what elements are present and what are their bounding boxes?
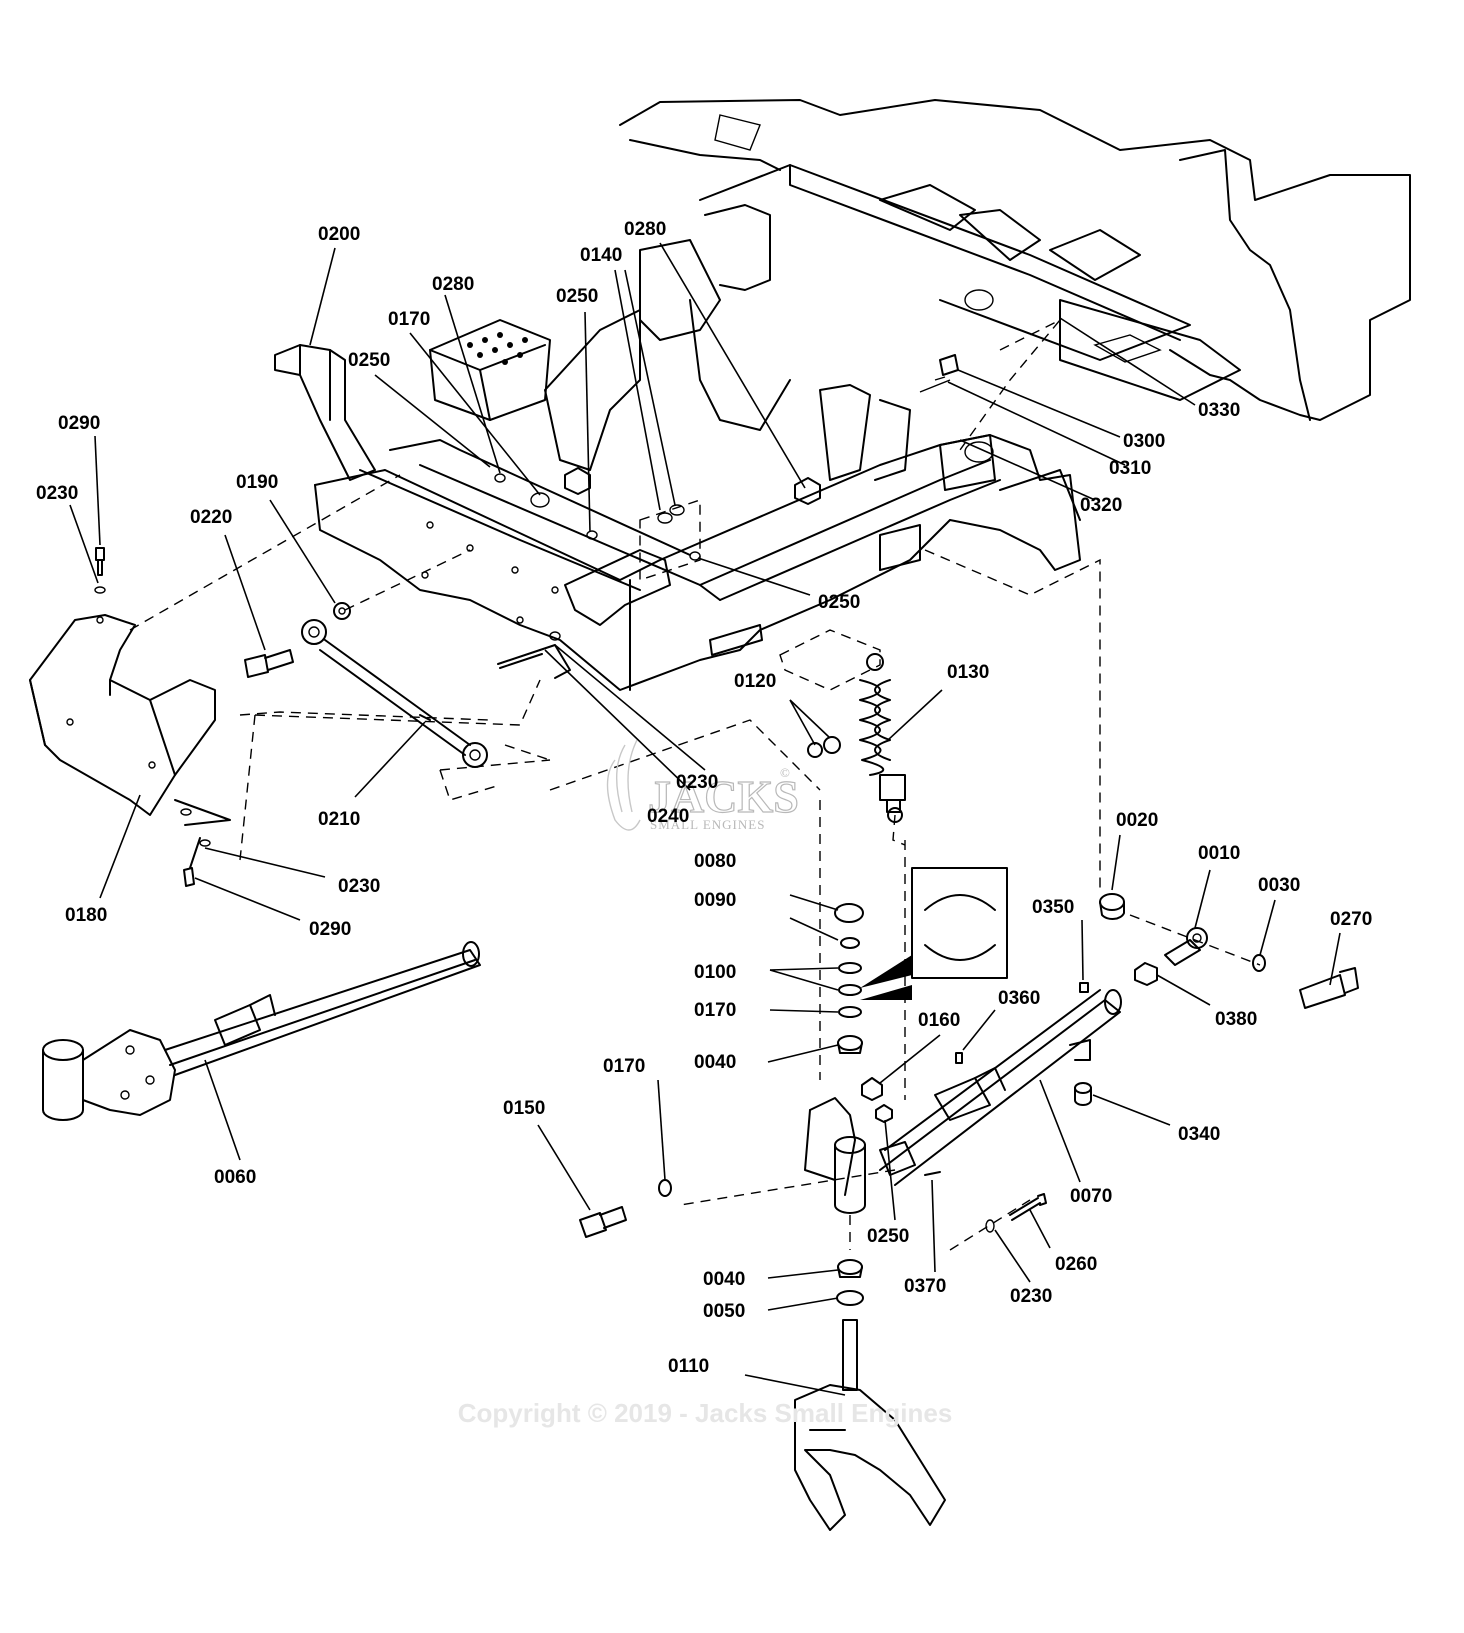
label-0100: 0100 [694,962,736,983]
label-0230: 0230 [1010,1286,1052,1307]
label-0240: 0240 [647,806,689,827]
leader-lines [69,242,1341,1396]
left-cover-0180 [29,547,231,887]
label-0290: 0290 [58,413,100,434]
label-0230: 0230 [36,483,78,504]
label-0090: 0090 [694,890,736,911]
label-0340: 0340 [1178,1124,1220,1145]
watermark-logo-text: JACKS [648,771,799,822]
label-0040: 0040 [694,1052,736,1073]
label-0190: 0190 [236,472,278,493]
jacks-watermark-logo: JACKS SMALL ENGINES © [606,739,799,832]
label-0280: 0280 [624,219,666,240]
label-0020: 0020 [1116,810,1158,831]
label-0320: 0320 [1080,495,1122,516]
label-0030: 0030 [1258,875,1300,896]
label-0230: 0230 [338,876,380,897]
label-0250: 0250 [556,286,598,307]
label-0170: 0170 [694,1000,736,1021]
label-0210: 0210 [318,809,360,830]
part-labels: 0200 0280 0170 0250 0250 0140 0280 0290 … [36,219,1372,1377]
label-0360: 0360 [998,988,1040,1009]
label-0300: 0300 [1123,431,1165,452]
main-frame [274,99,1411,691]
label-0290: 0290 [309,919,351,940]
label-0130: 0130 [947,662,989,683]
label-0370: 0370 [904,1276,946,1297]
steering-stack [579,867,1008,1531]
label-0260: 0260 [1055,1254,1097,1275]
assembly-lines [129,319,1261,1251]
axle-0070 [861,893,1359,1233]
label-0150: 0150 [503,1098,545,1119]
label-0230: 0230 [676,772,718,793]
label-0110: 0110 [668,1356,709,1377]
drag-link-0210 [244,602,488,768]
label-0070: 0070 [1070,1186,1112,1207]
label-0250: 0250 [348,350,390,371]
label-0250: 0250 [867,1226,909,1247]
label-0310: 0310 [1109,458,1151,479]
shock-absorber-0130 [807,653,906,823]
label-0050: 0050 [703,1301,745,1322]
label-0010: 0010 [1198,843,1240,864]
label-0330: 0330 [1198,400,1240,421]
label-0270: 0270 [1330,909,1372,930]
label-0220: 0220 [190,507,232,528]
label-0080: 0080 [694,851,736,872]
label-0250: 0250 [818,592,860,613]
label-0060: 0060 [214,1167,256,1188]
copyright-watermark: Copyright © 2019 - Jacks Small Engines [458,1398,953,1428]
label-0380: 0380 [1215,1009,1257,1030]
label-0040: 0040 [703,1269,745,1290]
bolt-holes-0280 [467,332,528,365]
label-0350: 0350 [1032,897,1074,918]
watermark-logo-subtext: SMALL ENGINES [650,817,765,832]
label-0160: 0160 [918,1010,960,1031]
label-0120: 0120 [734,671,776,692]
label-0170: 0170 [603,1056,645,1077]
label-0170: 0170 [388,309,430,330]
watermark-registered-mark: © [780,765,791,780]
label-0280: 0280 [432,274,474,295]
label-0200: 0200 [318,224,360,245]
label-0140: 0140 [580,245,622,266]
axle-0060 [42,941,481,1121]
label-0180: 0180 [65,905,107,926]
